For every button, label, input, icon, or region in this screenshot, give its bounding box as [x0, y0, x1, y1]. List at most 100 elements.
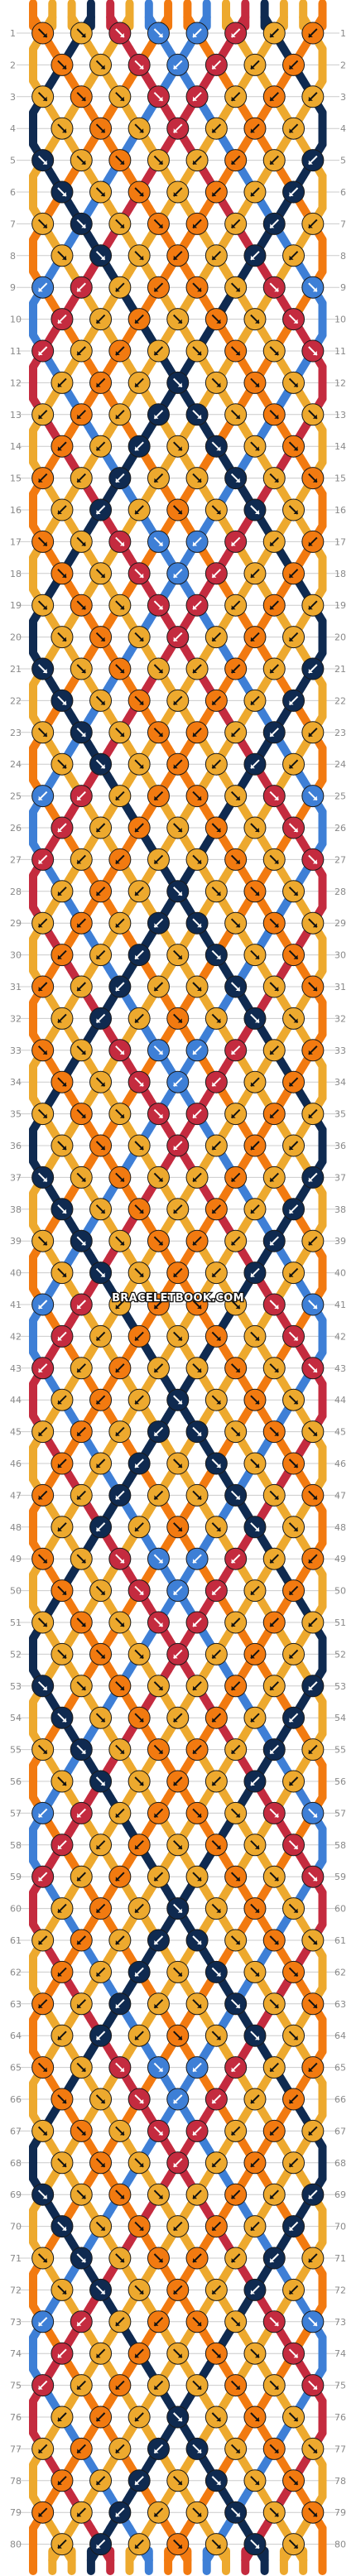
row-number-right: 11 — [334, 346, 346, 357]
knot — [147, 1229, 170, 1252]
row-number-left: 9 — [10, 282, 16, 293]
row-number-right: 64 — [334, 2031, 346, 2041]
knot — [204, 308, 228, 331]
knot — [70, 1929, 93, 1952]
knot — [243, 2088, 267, 2111]
knot — [185, 1420, 209, 1444]
row-number-left: 79 — [10, 2507, 22, 2518]
row-number-right: 54 — [334, 1713, 346, 1723]
row-number-left: 20 — [10, 632, 22, 643]
knot — [166, 180, 190, 204]
knot — [31, 22, 55, 45]
knot — [89, 816, 113, 839]
knot — [224, 2437, 248, 2460]
knots — [31, 22, 325, 2556]
knot — [70, 721, 93, 744]
knot — [147, 1483, 170, 1507]
row-number-left: 57 — [10, 1808, 22, 1819]
knot — [224, 2183, 248, 2206]
row-number-left: 14 — [10, 441, 22, 452]
knot — [127, 371, 151, 394]
knot — [185, 1929, 209, 1952]
knot — [224, 1165, 248, 1189]
knot — [51, 944, 74, 967]
row-number-left: 31 — [10, 982, 22, 992]
knot — [224, 785, 248, 808]
row-number-right: 79 — [334, 2507, 346, 2518]
knot — [282, 2088, 305, 2111]
knot — [224, 975, 248, 998]
knot — [301, 2310, 325, 2333]
row-number-right: 75 — [334, 2381, 346, 2391]
row-number-right: 10 — [334, 315, 346, 325]
row-number-left: 11 — [10, 346, 22, 357]
knot — [282, 308, 305, 331]
knot — [204, 2088, 228, 2111]
knot — [147, 2374, 170, 2397]
knot — [89, 1960, 113, 1983]
knot — [262, 1801, 286, 1824]
knot — [224, 657, 248, 680]
knot — [185, 1103, 209, 1126]
row-number-right: 7 — [340, 219, 346, 229]
row-number-left: 39 — [10, 1236, 22, 1247]
knot — [108, 339, 132, 363]
knot — [262, 721, 286, 744]
row-number-left: 12 — [10, 377, 22, 388]
knot — [89, 180, 113, 204]
knot — [282, 1388, 305, 1411]
knot — [224, 2374, 248, 2397]
knot — [51, 2469, 74, 2492]
knot — [243, 371, 267, 394]
knot — [51, 498, 74, 521]
knot — [243, 1262, 267, 1285]
row-number-right: 15 — [334, 473, 346, 484]
knot — [70, 1103, 93, 1126]
knot — [147, 1801, 170, 1824]
knot — [243, 562, 267, 585]
knot — [301, 1357, 325, 1380]
knot — [224, 1103, 248, 1126]
knot — [108, 403, 132, 426]
knot — [301, 785, 325, 808]
knot — [262, 1929, 286, 1952]
row-number-right: 22 — [334, 695, 346, 706]
knot — [243, 1134, 267, 1157]
knot — [185, 1865, 209, 1888]
knot — [243, 816, 267, 839]
knot — [262, 2056, 286, 2079]
knot — [282, 1706, 305, 1729]
row-number-left: 54 — [10, 1713, 22, 1723]
row-number-left: 28 — [10, 887, 22, 897]
knot — [262, 339, 286, 363]
knot — [89, 435, 113, 458]
row-number-right: 45 — [334, 1427, 346, 1438]
knot — [31, 594, 55, 617]
row-number-left: 51 — [10, 1617, 22, 1628]
row-number-left: 8 — [10, 251, 16, 262]
knot — [31, 2056, 55, 2079]
knot — [262, 1165, 286, 1189]
knot — [51, 371, 74, 394]
row-number-right: 71 — [334, 2253, 346, 2264]
knot — [166, 435, 190, 458]
knot — [243, 308, 267, 331]
knot — [147, 1738, 170, 1761]
row-number-right: 37 — [334, 1172, 346, 1183]
knot — [31, 403, 55, 426]
knot — [31, 721, 55, 744]
knot — [108, 149, 132, 172]
row-number-right: 17 — [334, 536, 346, 547]
knot — [262, 467, 286, 490]
knot — [204, 1960, 228, 1983]
knot — [301, 2374, 325, 2397]
knot — [262, 1039, 286, 1062]
knot — [89, 944, 113, 967]
knot — [301, 1547, 325, 1570]
knot — [31, 2247, 55, 2270]
knot — [224, 594, 248, 617]
row-number-right: 77 — [334, 2444, 346, 2454]
knot — [108, 975, 132, 998]
knot — [204, 880, 228, 903]
knot — [127, 1134, 151, 1157]
